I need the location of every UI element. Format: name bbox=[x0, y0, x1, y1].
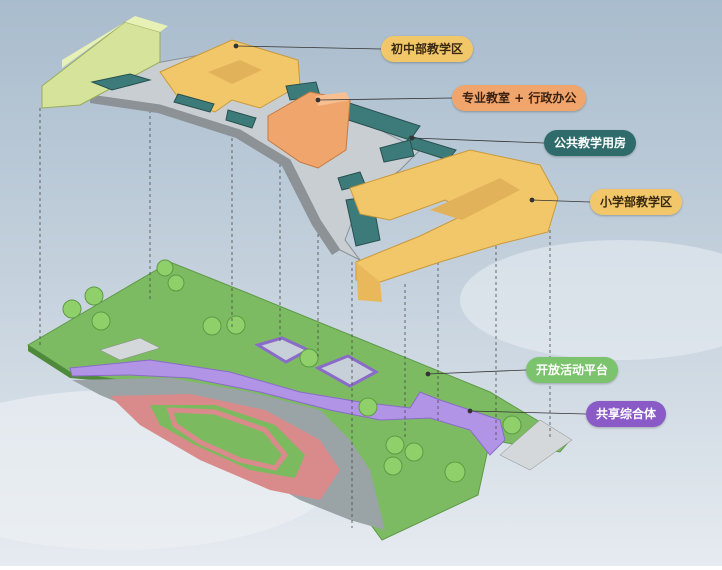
platform-edge bbox=[28, 345, 150, 385]
teal-block bbox=[379, 139, 415, 163]
track-lane bbox=[166, 407, 289, 471]
teal-block bbox=[225, 109, 257, 129]
label-shared-complex: 共享综合体 bbox=[586, 401, 667, 427]
cloud bbox=[460, 240, 722, 360]
special-admin-block bbox=[267, 91, 351, 169]
shared-complex-band bbox=[69, 359, 506, 456]
inner-field bbox=[150, 405, 305, 478]
trees bbox=[62, 259, 522, 483]
label-open-platform: 开放活动平台 bbox=[526, 357, 619, 383]
label-primary: 小学部教学区 bbox=[590, 189, 683, 215]
stepped-seating bbox=[99, 337, 161, 361]
primary-courtyard bbox=[430, 178, 520, 220]
label-special-admin: 专业教室 + 行政办公 bbox=[452, 85, 587, 111]
label-public-teaching: 公共教学用房 bbox=[544, 130, 637, 156]
teal-block bbox=[90, 73, 152, 91]
teal-block bbox=[173, 93, 215, 113]
ground-level bbox=[27, 259, 573, 541]
entrance-stairs bbox=[499, 419, 573, 471]
junior-high-courtyard bbox=[208, 60, 262, 84]
courtyard-void bbox=[314, 354, 380, 388]
label-junior-high: 初中部教学区 bbox=[381, 36, 474, 62]
special-admin-roof bbox=[316, 92, 350, 106]
deck-edge bbox=[90, 95, 340, 255]
primary-block-side bbox=[356, 262, 382, 302]
leader-lines bbox=[233, 43, 591, 415]
upper-building bbox=[41, 16, 559, 302]
